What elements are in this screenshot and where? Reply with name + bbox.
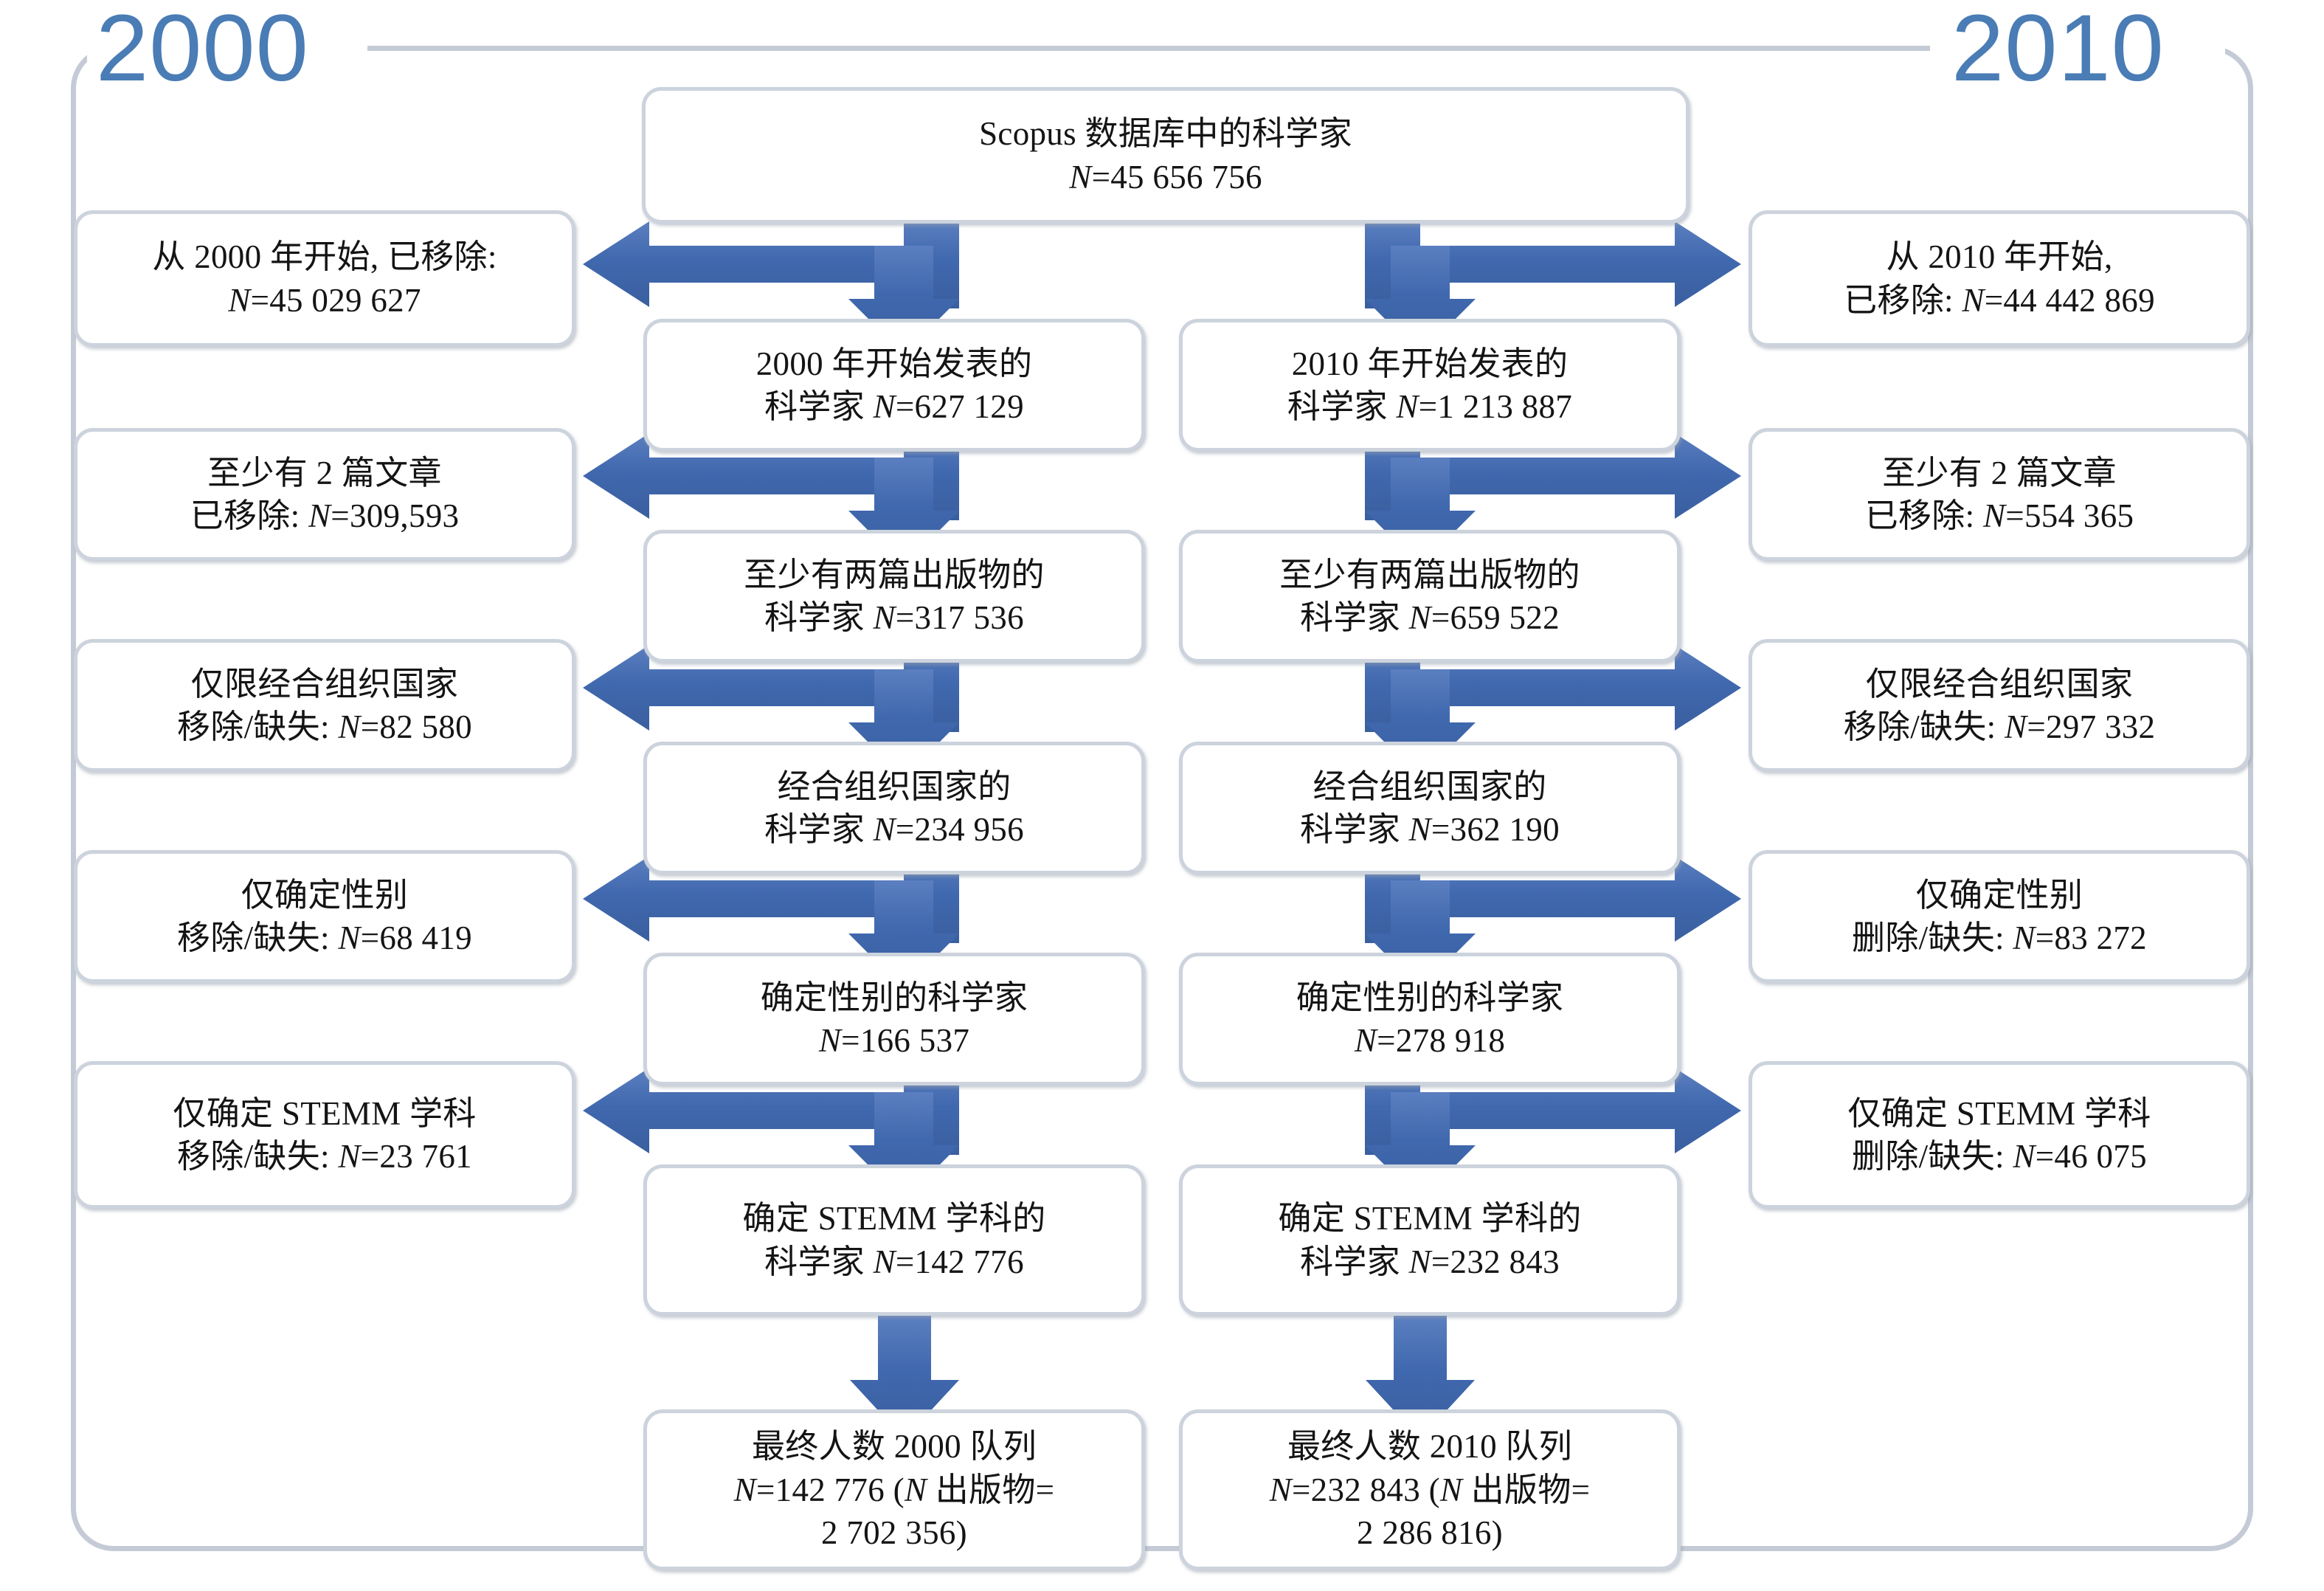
left-exclusion-box-4[interactable]: 仅确定性别移除/缺失: N=68 419 — [74, 850, 575, 983]
left-step-label-5: 确定 STEMM 学科的科学家 N=142 776 — [742, 1200, 1046, 1280]
right-exclusion-box-2[interactable]: 至少有 2 篇文章已移除: N=554 365 — [1749, 428, 2250, 561]
left-exclusion-label-3: 仅限经合组织国家移除/缺失: N=82 580 — [177, 665, 472, 746]
right-step-label-1: 2010 年开始发表的科学家 N=1 213 887 — [1287, 345, 1573, 426]
right-exclusion-label-4: 仅确定性别删除/缺失: N=83 272 — [1852, 876, 2147, 957]
right-step-box-3[interactable]: 经合组织国家的科学家 N=362 190 — [1179, 742, 1681, 874]
right-step-box-2[interactable]: 至少有两篇出版物的科学家 N=659 522 — [1179, 530, 1681, 663]
frame-gap-left — [87, 22, 367, 71]
left-exclusion-label-5: 仅确定 STEMM 学科移除/缺失: N=23 761 — [173, 1094, 477, 1176]
left-step-box-1[interactable]: 2000 年开始发表的科学家 N=627 129 — [643, 319, 1145, 452]
arrow-right-row-1 — [1365, 221, 1741, 308]
right-step-box-1[interactable]: 2010 年开始发表的科学家 N=1 213 887 — [1179, 319, 1681, 452]
left-exclusion-box-5[interactable]: 仅确定 STEMM 学科移除/缺失: N=23 761 — [74, 1061, 575, 1209]
left-step-label-1: 2000 年开始发表的科学家 N=627 129 — [755, 345, 1033, 426]
left-step-box-5[interactable]: 确定 STEMM 学科的科学家 N=142 776 — [643, 1164, 1145, 1316]
right-exclusion-box-1[interactable]: 从 2010 年开始,已移除: N=44 442 869 — [1749, 210, 2250, 347]
right-exclusion-label-1: 从 2010 年开始,已移除: N=44 442 869 — [1844, 238, 2155, 319]
right-exclusion-label-2: 至少有 2 篇文章已移除: N=554 365 — [1864, 454, 2134, 535]
right-exclusion-box-4[interactable]: 仅确定性别删除/缺失: N=83 272 — [1749, 850, 2250, 983]
right-step-label-5: 确定 STEMM 学科的科学家 N=232 843 — [1278, 1200, 1582, 1280]
left-step-box-2[interactable]: 至少有两篇出版物的科学家 N=317 536 — [643, 530, 1145, 663]
left-step-box-3[interactable]: 经合组织国家的科学家 N=234 956 — [643, 742, 1145, 874]
left-exclusion-label-4: 仅确定性别移除/缺失: N=68 419 — [177, 876, 472, 957]
left-exclusion-box-3[interactable]: 仅限经合组织国家移除/缺失: N=82 580 — [74, 639, 575, 772]
left-exclusion-box-2[interactable]: 至少有 2 篇文章已移除: N=309,593 — [74, 428, 575, 561]
right-exclusion-box-3[interactable]: 仅限经合组织国家移除/缺失: N=297 332 — [1749, 639, 2250, 772]
left-step-label-2: 至少有两篇出版物的科学家 N=317 536 — [744, 556, 1045, 637]
left-step-label-3: 经合组织国家的科学家 N=234 956 — [764, 767, 1024, 849]
right-step-box-5[interactable]: 确定 STEMM 学科的科学家 N=232 843 — [1179, 1164, 1681, 1316]
frame-gap-right — [1930, 22, 2225, 71]
left-exclusion-box-1[interactable]: 从 2000 年开始, 已移除:N=45 029 627 — [74, 210, 575, 347]
year-label-2000: 2000 — [96, 0, 309, 101]
arrow-left-row-1 — [583, 221, 959, 308]
year-label-2010: 2010 — [1951, 0, 2165, 101]
right-exclusion-label-5: 仅确定 STEMM 学科删除/缺失: N=46 075 — [1847, 1094, 2151, 1176]
left-exclusion-label-2: 至少有 2 篇文章已移除: N=309,593 — [190, 454, 460, 535]
right-exclusion-box-5[interactable]: 仅确定 STEMM 学科删除/缺失: N=46 075 — [1749, 1061, 2250, 1209]
right-step-label-3: 经合组织国家的科学家 N=362 190 — [1300, 767, 1560, 849]
left-exclusion-label-1: 从 2000 年开始, 已移除:N=45 029 627 — [152, 238, 497, 319]
right-step-label-2: 至少有两篇出版物的科学家 N=659 522 — [1279, 556, 1580, 637]
right-exclusion-label-3: 仅限经合组织国家移除/缺失: N=297 332 — [1843, 665, 2156, 746]
